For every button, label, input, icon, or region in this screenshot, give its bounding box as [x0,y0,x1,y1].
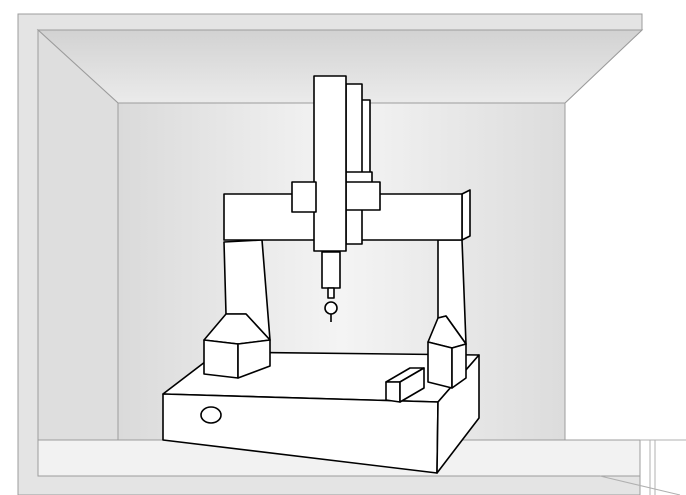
probe-neck [327,287,335,299]
z-ram [313,75,347,252]
left-gantry-leg [203,239,271,379]
right-leg-foot-side [451,343,467,389]
room-left-wall [37,28,119,441]
carriage-block-right [345,181,381,211]
right-leg-foot [427,341,453,389]
probe-assembly [321,251,341,322]
left-leg-foot [203,339,239,379]
workpiece-block [385,367,425,403]
carriage-mid-plate [345,83,363,245]
z-axis-carriage [291,75,381,252]
workpiece-side [399,367,425,403]
workpiece-front [385,381,401,403]
probe-stylus-tip [324,301,338,315]
probe-body [321,251,341,289]
left-leg-foot-side [237,339,271,379]
floor-corner-lines [599,439,686,495]
right-gantry-leg [427,239,467,389]
base-badge [200,406,222,424]
measuring-machine [162,75,480,474]
carriage-block-left [291,181,317,213]
bridge-side [461,189,471,241]
